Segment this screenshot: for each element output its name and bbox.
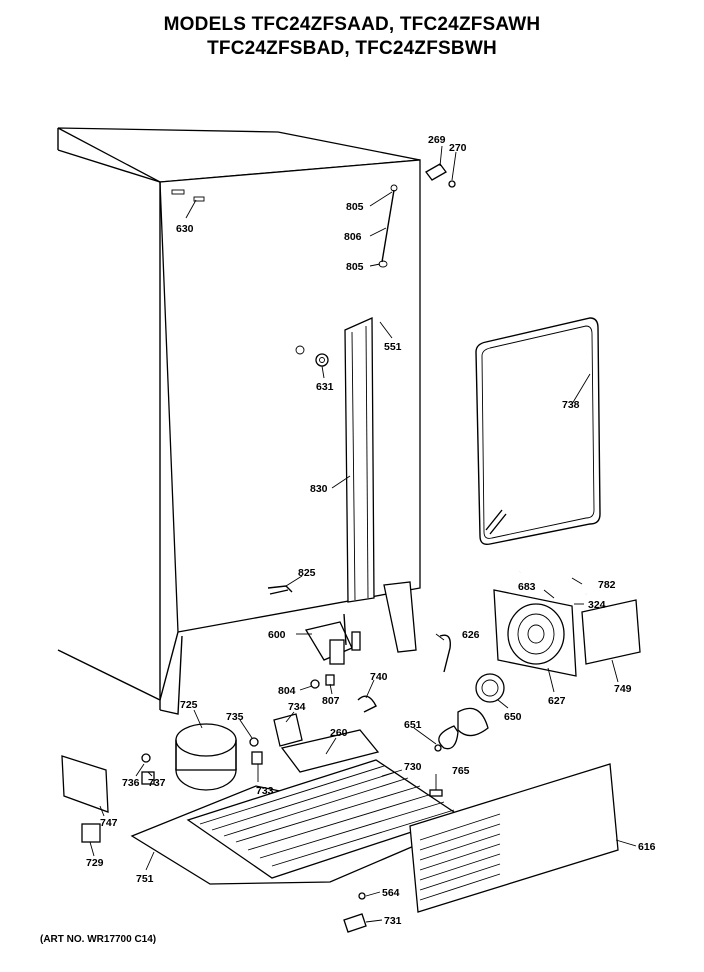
part-725-compressor xyxy=(175,723,237,791)
label-630: 630 xyxy=(176,223,194,235)
label-270: 270 xyxy=(449,142,467,154)
diagram-title-line-2: TFC24ZFSBAD, TFC24ZFSBWH xyxy=(207,38,497,59)
label-804: 804 xyxy=(278,685,296,697)
label-733: 733 xyxy=(256,785,274,797)
part-806-tube xyxy=(378,184,398,268)
part-731-bracket xyxy=(343,913,367,933)
label-730: 730 xyxy=(404,761,422,773)
label-737: 737 xyxy=(148,777,166,789)
label-735: 735 xyxy=(226,711,244,723)
label-736: 736 xyxy=(122,777,140,789)
label-631: 631 xyxy=(316,381,334,393)
part-600-valve xyxy=(304,613,361,665)
part-729-part xyxy=(81,823,101,843)
label-749: 749 xyxy=(614,683,632,695)
part-765-part xyxy=(429,789,443,797)
label-825: 825 xyxy=(298,567,316,579)
label-765: 765 xyxy=(452,765,470,777)
label-650: 650 xyxy=(504,711,522,723)
label-269: 269 xyxy=(428,134,446,146)
label-740: 740 xyxy=(370,671,388,683)
part-631-plug xyxy=(315,353,329,367)
part-260-drain-pan xyxy=(280,729,380,773)
label-260: 260 xyxy=(330,727,348,739)
label-683: 683 xyxy=(518,581,536,593)
label-600: 600 xyxy=(268,629,286,641)
label-651: 651 xyxy=(404,719,422,731)
label-830: 830 xyxy=(310,483,328,495)
part-labels: 269 270 805 806 805 630 551 631 738 830 … xyxy=(86,134,656,927)
label-734: 734 xyxy=(288,701,306,713)
part-627-fan-shroud xyxy=(493,589,577,677)
part-830-channel xyxy=(344,317,375,603)
label-616: 616 xyxy=(638,841,656,853)
label-805-bottom: 805 xyxy=(346,261,364,273)
part-730-condenser xyxy=(186,759,462,879)
label-324: 324 xyxy=(588,599,606,611)
part-740-clip xyxy=(357,695,377,713)
label-729: 729 xyxy=(86,857,104,869)
label-805-top: 805 xyxy=(346,201,364,213)
part-650-fan-motor xyxy=(475,673,505,703)
label-782: 782 xyxy=(598,579,616,591)
part-616-grille xyxy=(409,763,619,913)
label-747: 747 xyxy=(100,817,118,829)
label-551: 551 xyxy=(384,341,402,353)
label-564: 564 xyxy=(382,887,400,899)
label-626: 626 xyxy=(462,629,480,641)
label-725: 725 xyxy=(180,699,198,711)
art-number: (ART NO. WR17700 C14) xyxy=(40,934,157,945)
diagram-title-line-1: MODELS TFC24ZFSAAD, TFC24ZFSAWH xyxy=(163,14,541,35)
part-269-valve xyxy=(425,163,456,188)
label-738: 738 xyxy=(562,399,580,411)
part-747-bracket xyxy=(61,755,109,813)
part-738-heater-loop xyxy=(475,317,601,546)
part-626-part xyxy=(439,634,451,673)
part-734-relay xyxy=(273,713,303,747)
label-627: 627 xyxy=(548,695,566,707)
part-651-fan-blade xyxy=(434,707,489,752)
part-749-cover xyxy=(581,599,641,665)
label-806: 806 xyxy=(344,231,362,243)
label-731: 731 xyxy=(384,915,402,927)
label-751: 751 xyxy=(136,873,154,885)
label-807: 807 xyxy=(322,695,340,707)
